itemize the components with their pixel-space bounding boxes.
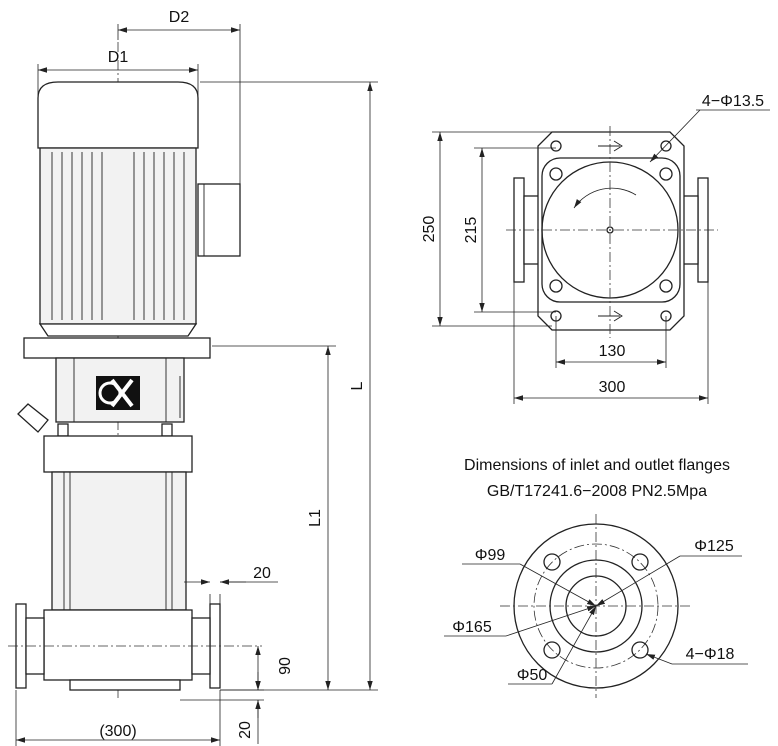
flange-view: Φ99 Φ125 Φ165 4−Φ18 Φ50	[444, 514, 748, 698]
dim-20-top-label: 20	[253, 565, 271, 582]
motor-body	[39, 147, 197, 325]
pump-side-view: D2 D1 L L1 20 90 20 (	[8, 9, 378, 746]
d1-label: D1	[108, 49, 129, 66]
pump-sleeve	[51, 471, 187, 611]
motor-fins	[51, 152, 185, 320]
dim-300-top-label: 300	[599, 379, 626, 396]
vent-valve	[17, 403, 49, 433]
l-label: L	[349, 381, 366, 390]
bolts-label: 4−Φ18	[686, 646, 735, 663]
bolt-left	[57, 423, 69, 437]
d2-label: D2	[169, 9, 190, 26]
dim-90-label: 90	[277, 657, 294, 675]
flange-title-line1: Dimensions of inlet and outlet flanges	[464, 457, 730, 474]
dim-300-side-label: (300)	[99, 723, 136, 740]
motor-fan-cap	[37, 81, 199, 149]
pump-base	[43, 609, 193, 681]
dim-250-label: 250	[421, 216, 438, 243]
motor-neck	[38, 323, 198, 337]
phi125-label: Φ125	[694, 538, 734, 555]
phi50-label: Φ50	[517, 667, 548, 684]
bolt-holes-label: 4−Φ13.5	[702, 93, 764, 110]
bolt-right	[161, 423, 173, 437]
phi99-label: Φ99	[475, 547, 506, 564]
brand-logo	[96, 376, 140, 410]
pump-head	[43, 435, 193, 473]
dim-215-label: 215	[463, 217, 480, 244]
dim-20-bottom-label: 20	[237, 721, 254, 739]
motor-flange	[23, 337, 211, 359]
flow-arrow-bottom	[598, 310, 623, 322]
dim-130-label: 130	[599, 343, 626, 360]
base-foot	[69, 679, 181, 691]
flange-title-line2: GB/T17241.6−2008 PN2.5Mpa	[487, 483, 707, 500]
rotation-arrow	[573, 187, 637, 209]
flow-arrow-top	[598, 140, 623, 152]
l1-label: L1	[307, 509, 324, 527]
center-mark	[606, 226, 614, 234]
terminal-box	[197, 183, 241, 257]
pump-top-view: 250 215 130 300 4−Φ13.5	[421, 93, 770, 404]
flange-bolt-holes	[543, 553, 649, 659]
phi165-label: Φ165	[452, 619, 492, 636]
